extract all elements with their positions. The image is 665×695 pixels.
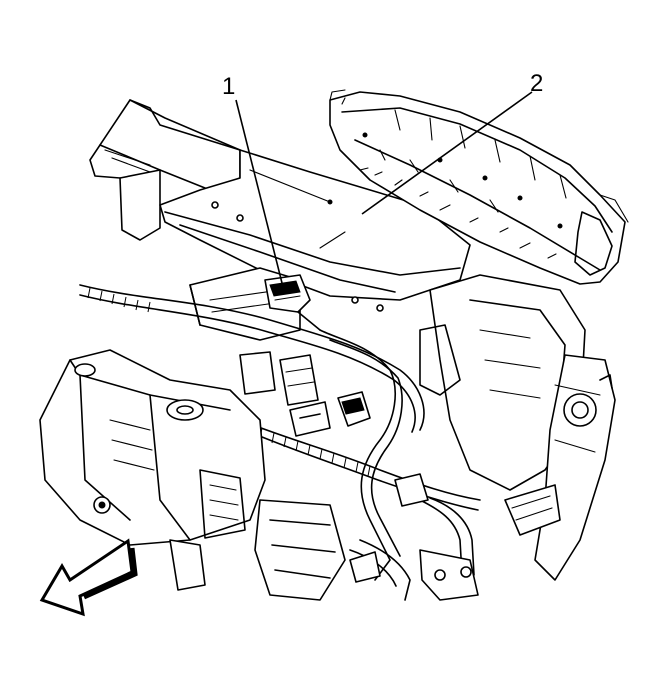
upper-left-duct [89,99,241,241]
right-side-panel [504,354,616,581]
lower-left-structure [39,349,266,591]
harness-connectors [289,391,429,583]
callout-2-leader [361,91,533,215]
electrical-connector [264,274,321,331]
center-lower-structure [239,351,479,601]
callout-1-leader [235,99,283,284]
front-direction-arrow-icon [39,538,138,617]
wiring-harness [79,284,481,601]
callout-1-label: 1 [222,73,235,100]
callout-2-label: 2 [530,70,543,97]
instrument-cluster [329,89,629,285]
center-hvac-housing [189,267,586,491]
